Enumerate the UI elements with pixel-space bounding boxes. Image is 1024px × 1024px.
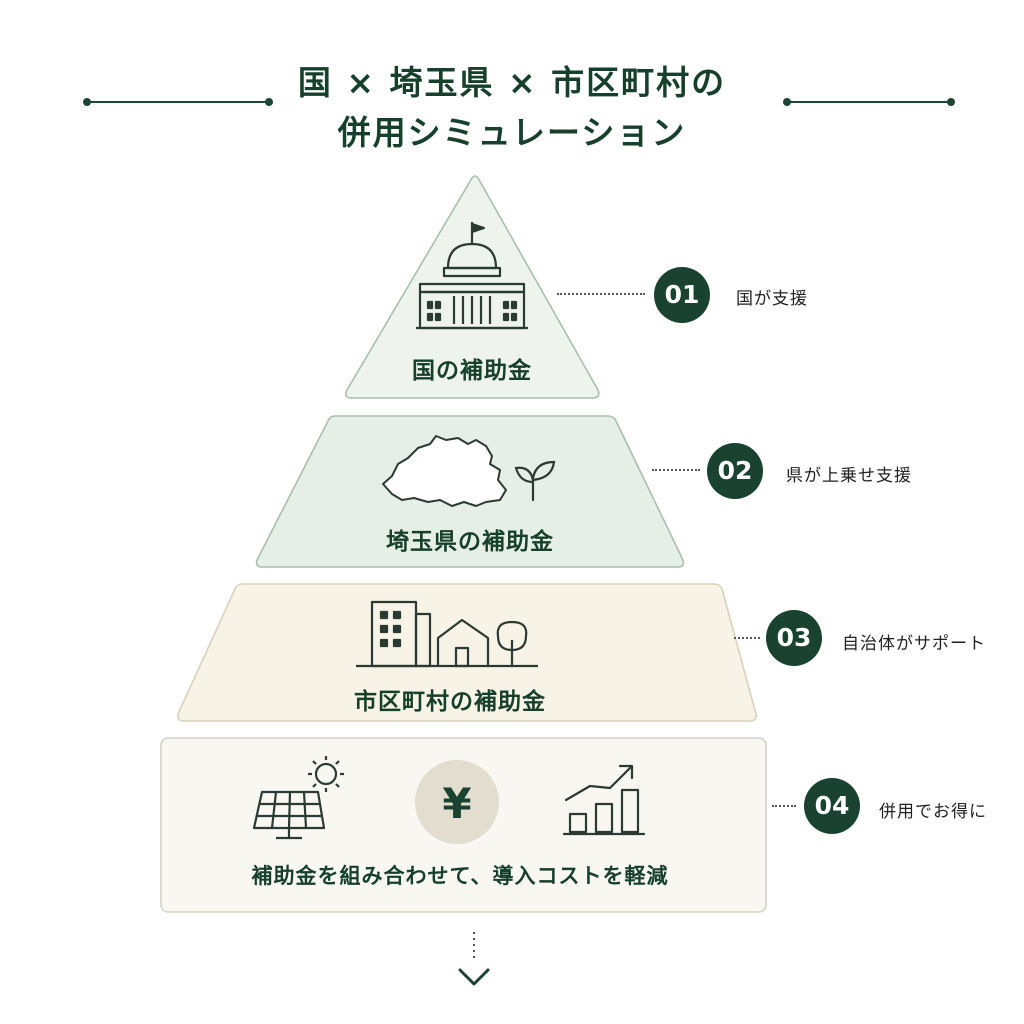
down-arrow-icon [458,968,490,986]
tier-1-label: 国の補助金 [412,358,532,384]
step-badge-4: 04 [804,778,860,834]
leader-dots-4 [772,805,796,807]
leader-dots-2 [652,469,700,471]
title-line-2: 併用シミュレーション [337,113,687,152]
leader-dots-3 [734,637,760,639]
title-rule-left [83,98,273,106]
yen-coin-icon [415,760,499,844]
step-note-2: 県が上乗せ支援 [786,466,912,486]
title-rule-right [783,98,955,106]
leader-dots-1 [557,293,645,295]
national-capitol-icon [416,222,528,330]
step-note-1: 国が支援 [736,289,808,309]
tier-4-label: 補助金を組み合わせて、導入コストを軽減 [251,864,669,888]
yen-symbol: ¥ [442,779,471,828]
tier-3-label: 市区町村の補助金 [354,689,546,715]
town-buildings-icon [356,600,538,668]
step-badge-3: 03 [766,610,822,666]
step-note-4: 併用でお得に [879,802,987,822]
growth-chart-icon [562,764,646,836]
step-badge-1: 01 [654,267,710,323]
sprout-icon [514,460,556,502]
saitama-map-icon [382,435,507,507]
step-badge-2: 02 [707,443,763,499]
tier-2-label: 埼玉県の補助金 [386,529,554,555]
tier-1-shape [345,175,600,399]
solar-panel-icon [252,756,344,840]
title-line-1: 国 × 埼玉県 × 市区町村の [297,63,727,102]
page-title: 国 × 埼玉県 × 市区町村の 併用シミュレーション [0,58,1024,158]
step-note-3: 自治体がサポート [842,634,986,654]
